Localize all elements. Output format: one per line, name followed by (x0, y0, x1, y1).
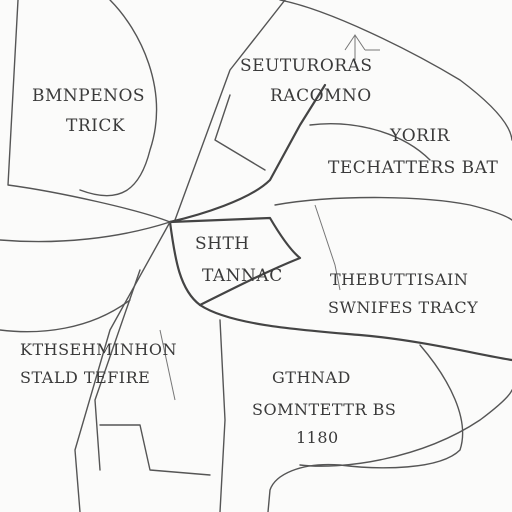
district-label-n-line1: SEUTURORAS (240, 56, 373, 76)
road-west-middle (0, 221, 171, 243)
road-diagonal-north (174, 0, 286, 221)
road-south-bottom (299, 389, 512, 467)
road-south-west-diagonal (74, 221, 171, 512)
road-east-tracks (314, 204, 341, 291)
district-label-center-line2: TANNAC (202, 266, 283, 286)
road-west-lower (0, 299, 131, 333)
district-label-s-line1: GTHNAD (272, 368, 351, 387)
district-label-e-line2: SWNIFES TRACY (328, 298, 479, 317)
district-label-s-line2: SOMNTETTR BS (252, 400, 397, 419)
road-south-minor (159, 329, 176, 401)
district-label-center-line1: SHTH (195, 234, 250, 254)
central-triangle (168, 216, 302, 307)
road-south-east-curve (267, 344, 464, 512)
district-label-n-line2: RACOMNO (270, 86, 372, 106)
road-south-west-2 (94, 269, 141, 471)
district-label-nw-line2: TRICK (66, 116, 126, 136)
district-label-nw-line1: BMNPENOS (32, 86, 146, 106)
central-loop (168, 220, 512, 362)
road-east-upper (274, 196, 512, 221)
road-center-north (214, 94, 266, 171)
district-label-s-line3: 1180 (296, 428, 339, 447)
road-north-east-curve (279, 0, 512, 141)
road-north-curve (79, 0, 158, 197)
district-label-sw-line1: KTHSEHMINHON (20, 340, 177, 359)
district-label-sw-line2: STALD TEFIRE (20, 368, 151, 387)
road-north-east-inner (309, 123, 431, 161)
north-arrow-icon (344, 34, 380, 60)
district-label-ne-line2: TECHATTERS BAT (328, 158, 499, 178)
road-south-block (99, 424, 211, 476)
road-north-west-arc (7, 0, 171, 223)
district-label-e-line1: THEBUTTISAIN (330, 270, 469, 289)
main-road-north (168, 83, 327, 224)
district-label-ne-line1: YORIR (390, 126, 450, 146)
road-south-center (219, 319, 226, 512)
